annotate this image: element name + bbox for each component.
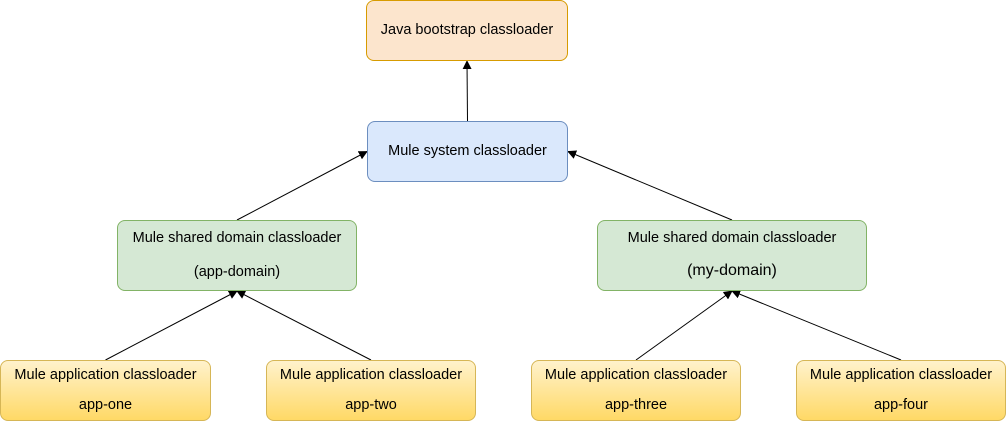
node-label: Mule application classloader: [809, 367, 993, 383]
node-sublabel: app-three: [604, 396, 668, 413]
node-mule-application-classloader-app-one: Mule application classloader app-one: [0, 360, 211, 421]
node-sublabel: app-one: [78, 396, 133, 413]
node-mule-application-classloader-app-two: Mule application classloader app-two: [266, 360, 476, 421]
node-label: Mule system classloader: [388, 143, 547, 160]
node-sublabel: app-four: [873, 396, 928, 413]
edge-app-two-to-domain-app-domain: [236, 290, 372, 361]
node-label: Java bootstrap classloader: [380, 22, 554, 39]
node-mule-application-classloader-app-three: Mule application classloader app-three: [531, 360, 741, 421]
edge-mule-system-to-java-bootstrap: [462, 60, 472, 122]
node-sublabel: (app-domain): [193, 263, 281, 280]
edge-domain-my-domain-to-mule-system: [567, 150, 733, 221]
edge-app-three-to-domain-my-domain: [635, 290, 733, 361]
node-mule-shared-domain-classloader-my-domain: Mule shared domain classloader (my-domai…: [597, 220, 867, 291]
node-label: Mule shared domain classloader: [132, 230, 342, 246]
node-label: Mule application classloader: [14, 367, 197, 383]
node-java-bootstrap-classloader: Java bootstrap classloader: [366, 0, 568, 61]
edge-app-four-to-domain-my-domain: [731, 289, 902, 361]
edge-domain-app-domain-to-mule-system: [236, 151, 368, 221]
edge-app-one-to-domain-app-domain: [105, 290, 238, 361]
edges: [105, 60, 902, 361]
node-mule-shared-domain-classloader-app-domain: Mule shared domain classloader (app-doma…: [117, 220, 357, 291]
node-mule-application-classloader-app-four: Mule application classloader app-four: [796, 360, 1006, 421]
node-label: Mule shared domain classloader: [627, 230, 837, 246]
node-mule-system-classloader: Mule system classloader: [367, 121, 568, 182]
node-sublabel: app-two: [345, 396, 397, 413]
node-label: Mule application classloader: [279, 367, 463, 383]
node-label: Mule application classloader: [544, 367, 728, 383]
node-sublabel: (my-domain): [687, 262, 777, 279]
